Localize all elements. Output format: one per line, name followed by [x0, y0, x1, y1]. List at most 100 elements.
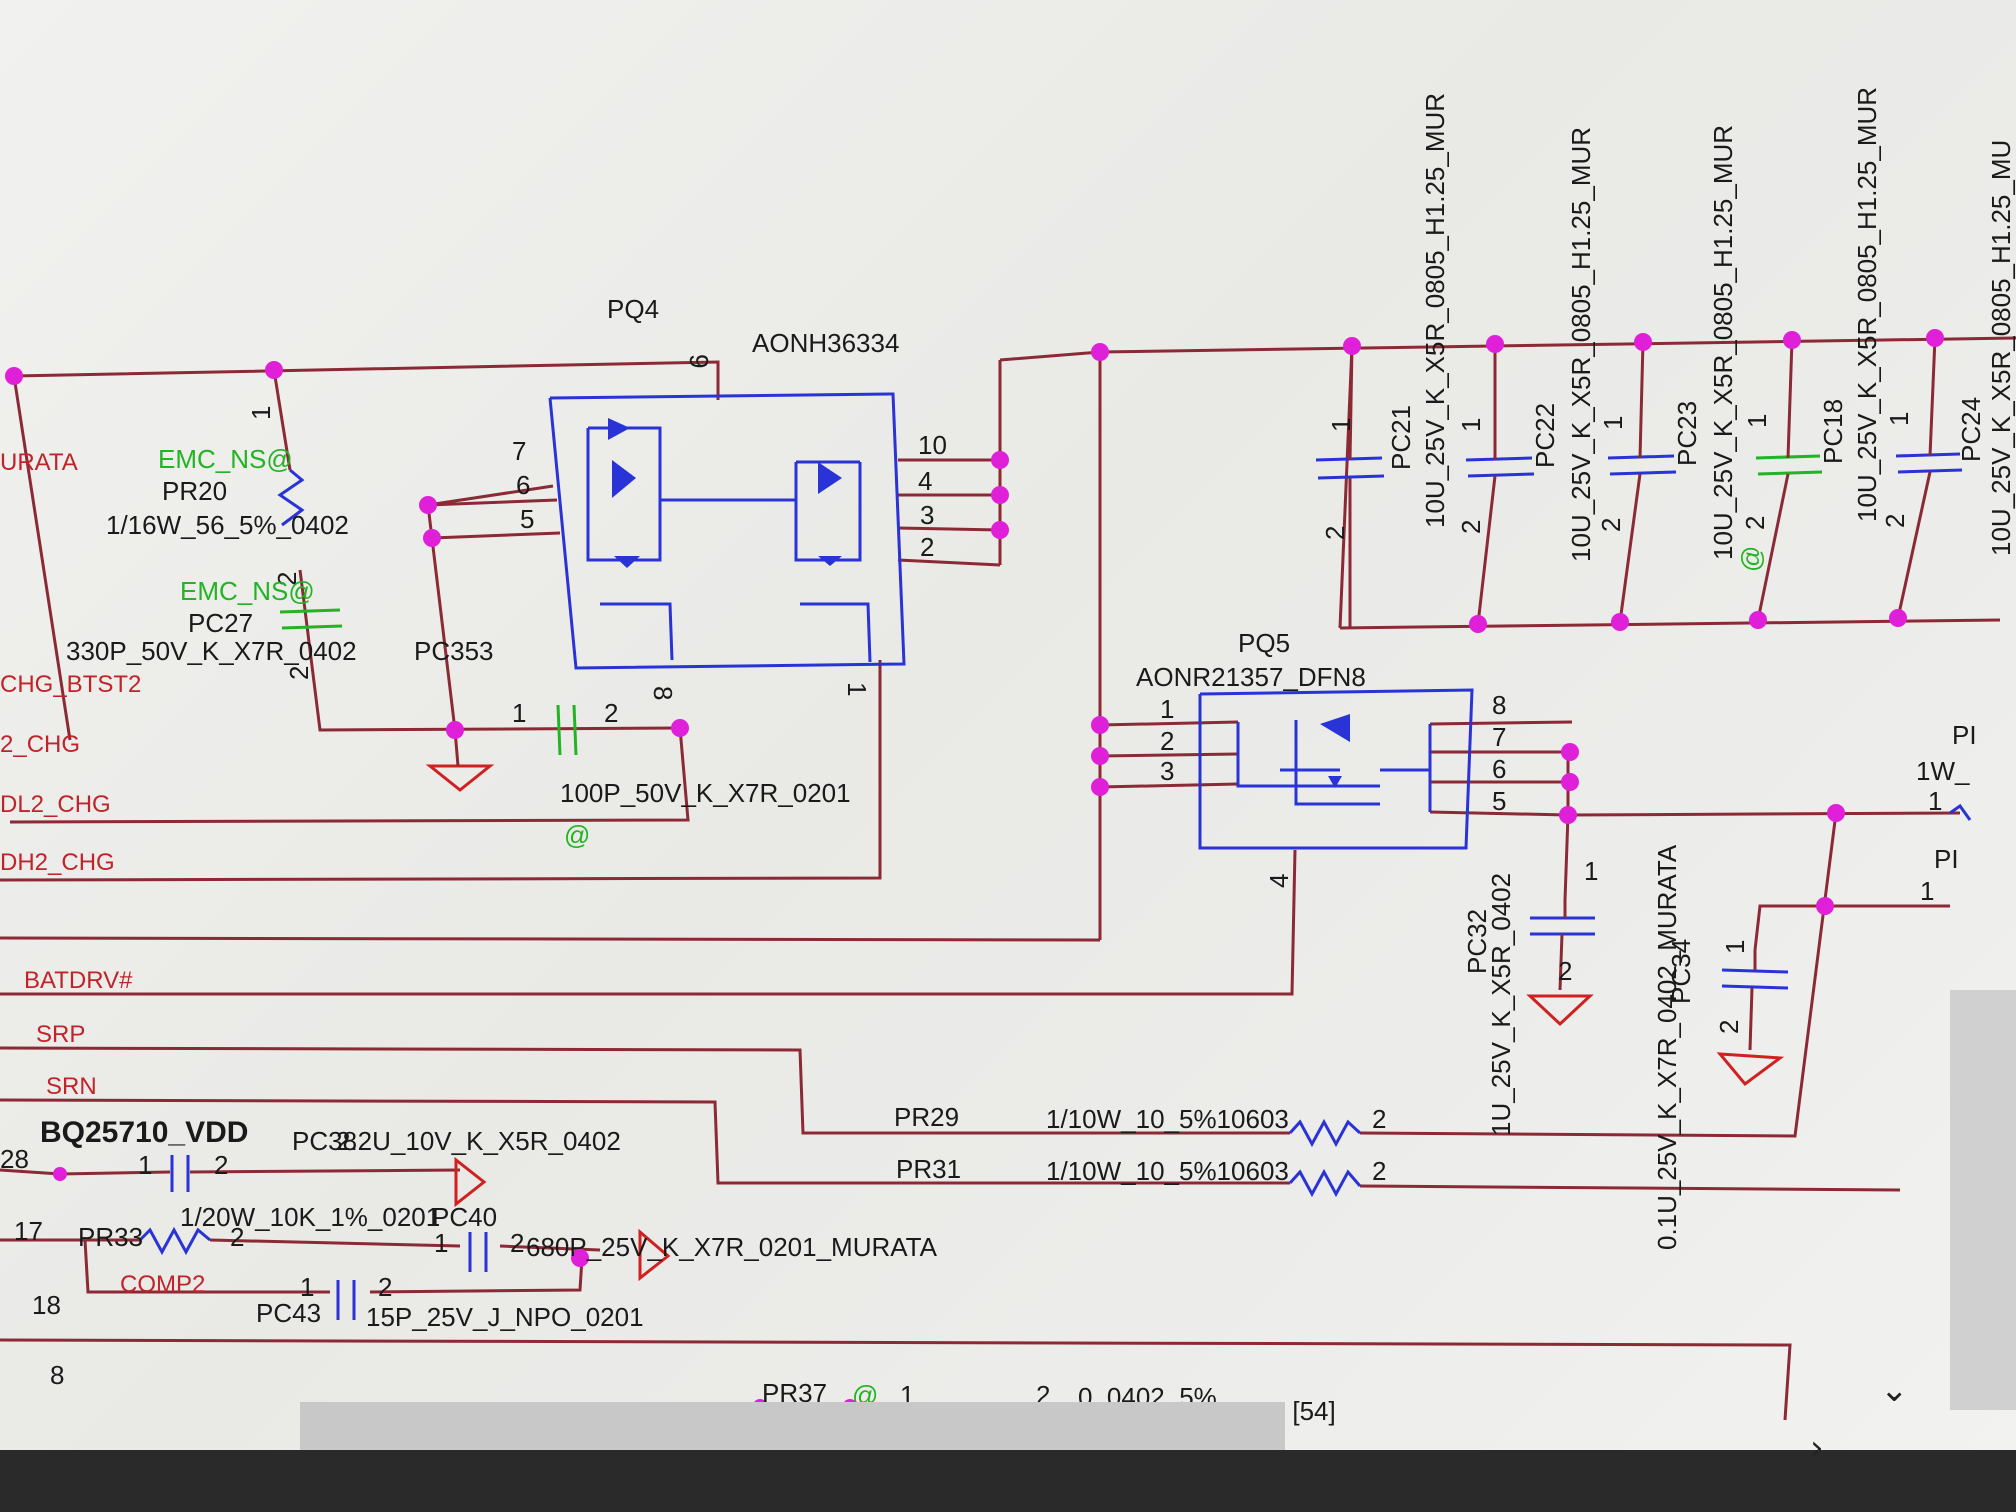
pc40-value: 680P_25V_K_X7R_0201_MURATA	[526, 1232, 938, 1262]
net-dh2-chg: DH2_CHG	[0, 849, 115, 876]
pq4-pin6: 6	[516, 470, 530, 500]
pc34-pin2: 2	[1714, 1020, 1744, 1034]
bq-vdd-net: BQ25710_VDD	[40, 1116, 248, 1149]
pc353-ref: PC353	[414, 636, 494, 666]
pc22-ref: PC22	[1530, 403, 1560, 468]
pr33-value: 1/20W_10K_1%_0201	[180, 1202, 440, 1232]
pc43-pin2: 2	[378, 1272, 392, 1302]
pr20-pin1: 1	[246, 406, 276, 420]
pc353-pin1: 1	[512, 698, 526, 728]
pc18-value: 10U_25V_K_X5R_0805_H1.25_MUR	[1852, 87, 1882, 522]
capacitor-symbols	[170, 337, 1963, 1320]
pc23-value: 10U_25V_K_X5R_0805_H1.25_MUR	[1708, 125, 1738, 560]
pc38-value: 2.2U_10V_K_X5R_0402	[336, 1126, 621, 1156]
pc43-pin1: 1	[300, 1272, 314, 1302]
pq5-mosfet[interactable]	[1198, 688, 1474, 850]
horizontal-scrollbar[interactable]	[300, 1402, 1285, 1450]
pq5-pin4: 4	[1264, 874, 1294, 888]
pr29-pin2: 2	[1372, 1104, 1386, 1134]
pc22-value: 10U_25V_K_X5R_0805_H1.25_MUR	[1566, 127, 1596, 562]
ground-symbols	[425, 729, 1785, 1282]
pc32-value: 1U_25V_K_X5R_0402	[1486, 873, 1516, 1136]
net-srp: SRP	[36, 1021, 85, 1048]
pq5-pin1: 1	[1160, 694, 1174, 724]
right-edge-label-w: 1W_	[1916, 756, 1970, 786]
pc40-ref: PC40	[432, 1202, 497, 1232]
pc38-ref: PC38	[292, 1126, 357, 1156]
pq4-pin5: 5	[520, 504, 534, 534]
pc18-ref: PC18	[1818, 399, 1848, 464]
pq5-part: AONR21357_DFN8	[1136, 662, 1366, 692]
pr31-value: 1/10W_10_5%10603	[1046, 1156, 1289, 1186]
pq5-pin6: 6	[1492, 754, 1506, 784]
pq4-ref: PQ4	[607, 294, 659, 324]
pq4-pin9: 9	[684, 354, 714, 368]
pq5-ref: PQ5	[1238, 628, 1290, 658]
pc21-pin1-label: 1	[1326, 418, 1356, 432]
pq4-mosfet-pair[interactable]	[548, 392, 906, 670]
pr33-pin2: 2	[230, 1222, 244, 1252]
pc21-value: 10U_25V_K_X5R_0805_H1.25_MUR	[1420, 93, 1450, 528]
pq5-pin8: 8	[1492, 690, 1506, 720]
pc38-pin2: 2	[214, 1150, 228, 1180]
pc353-flag: @	[564, 820, 590, 850]
pc22-pin1: 1	[1598, 416, 1628, 430]
pc23-flag: @	[1736, 546, 1766, 572]
pc27-flag: EMC_NS@	[180, 576, 315, 606]
pc21-pin1: 1	[1456, 418, 1486, 432]
pq5-pin5: 5	[1492, 786, 1506, 816]
pc32-pin2: 2	[1558, 956, 1572, 986]
chevron-down-icon[interactable]: ⌄	[1880, 1370, 1909, 1410]
bq-pin28: 28	[0, 1144, 29, 1174]
pc24-ref: PC24	[1956, 397, 1986, 462]
pr29-value: 1/10W_10_5%10603	[1046, 1104, 1289, 1134]
pc22-pin2: 2	[1596, 518, 1626, 532]
net-murata: URATA	[0, 449, 78, 476]
pr20-pin2: 2	[272, 572, 302, 586]
pr20-value: 1/16W_56_5%_0402	[106, 510, 349, 540]
pc43-value: 15P_25V_J_NPO_0201	[366, 1302, 644, 1332]
net-chg-btst2: CHG_BTST2	[0, 671, 141, 698]
pc32-ref: PC32	[1462, 909, 1492, 974]
pc23-pin2: 2	[1740, 516, 1770, 530]
pc40-pin2: 2	[510, 1228, 524, 1258]
pc27-pin2: 2	[284, 666, 314, 680]
pc21-pin2: 2	[1320, 526, 1350, 540]
pr20-flag: EMC_NS@	[158, 444, 293, 474]
pr31-pin2: 2	[1372, 1156, 1386, 1186]
pq4-pin4: 4	[918, 466, 932, 496]
pq5-pin2: 2	[1160, 726, 1174, 756]
net-x2-chg: 2_CHG	[0, 731, 80, 758]
pc23-ref: PC23	[1672, 401, 1702, 466]
pc353-pin2: 2	[604, 698, 618, 728]
pc27-ref: PC27	[188, 608, 253, 638]
pc43-ref: PC43	[256, 1298, 321, 1328]
pq4-pin3: 3	[920, 500, 934, 530]
pq4-pin2: 2	[920, 532, 934, 562]
pc21-pin2-b: 2	[1456, 520, 1486, 534]
pc34-ref: PC34	[1666, 939, 1696, 1004]
pc34-pin1: 1	[1720, 940, 1750, 954]
right-edge-label-p1: PI	[1952, 720, 1977, 750]
schematic-labels: PQ4 AONH36334 9 7 6 5 10 4 3 2 8 1 PQ5 A…	[0, 87, 2016, 1426]
pc23-pin1: 1	[1742, 414, 1772, 428]
pr20-ref: PR20	[162, 476, 227, 506]
pq4-part: AONH36334	[752, 328, 899, 358]
pc40-pin1: 1	[434, 1228, 448, 1258]
right-edge-pin1a: 1	[1928, 786, 1942, 816]
pr31-ref: PR31	[896, 1154, 961, 1184]
pc18-pin1: 1	[1884, 412, 1914, 426]
right-edge-label-p2: PI	[1934, 844, 1959, 874]
pc38-pin1: 1	[138, 1150, 152, 1180]
pq5-pin3: 3	[1160, 756, 1174, 786]
pq4-pin10: 10	[918, 430, 947, 460]
net-comp2: COMP2	[120, 1271, 205, 1298]
pc18-pin2: 2	[1880, 514, 1910, 528]
bq-pin18: 18	[32, 1290, 61, 1320]
bottom-bezel	[0, 1450, 2016, 1512]
net-batdrv: BATDRV#	[24, 967, 133, 994]
chevron-right-icon[interactable]: ›	[1810, 1428, 1824, 1468]
pc32-pin1: 1	[1584, 856, 1598, 886]
